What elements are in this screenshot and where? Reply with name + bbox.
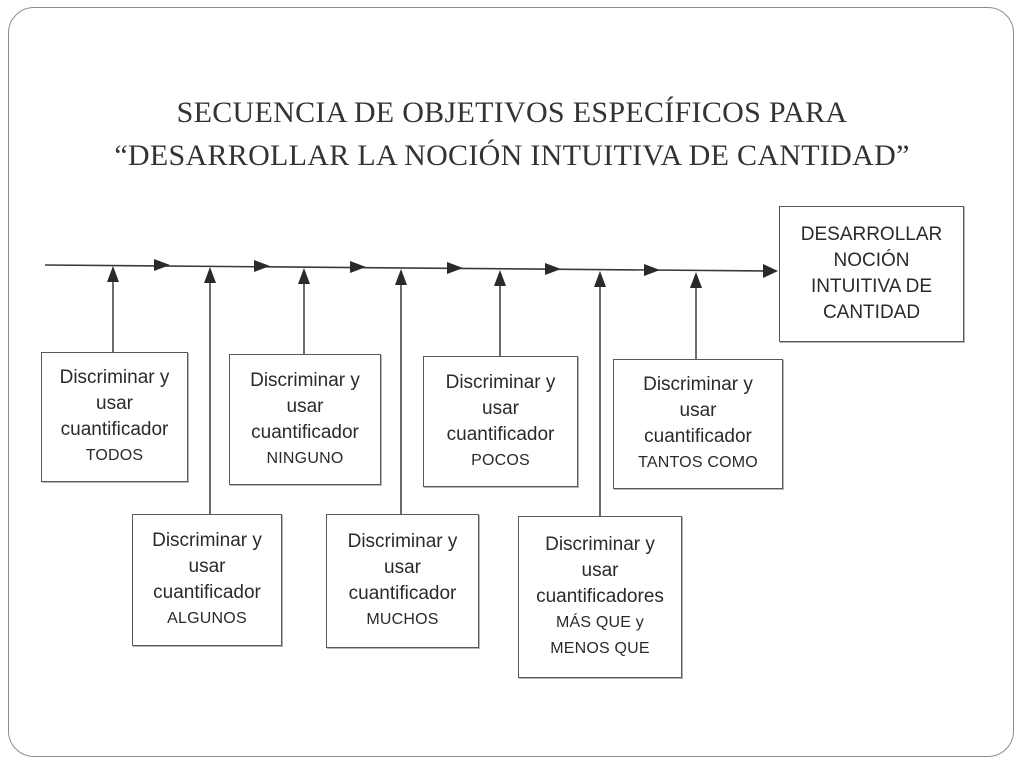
objective-text: cuantificadores <box>536 586 664 607</box>
connector-tantos-como-arrowhead <box>690 272 702 288</box>
objective-text: usar <box>581 560 619 581</box>
timeline-axis <box>44 264 771 272</box>
objective-text: Discriminar y <box>250 369 360 391</box>
goal-line: CANTIDAD <box>822 302 921 323</box>
objective-text: usar <box>679 400 717 421</box>
objective-text: usar <box>286 395 324 417</box>
objective-text: cuantificador <box>153 582 261 603</box>
objective-quantifier: POCOS <box>471 451 530 469</box>
timeline-arrowhead-1 <box>154 259 170 271</box>
objective-text: usar <box>188 556 226 577</box>
connector-todos-arrowhead <box>107 266 119 282</box>
diagram-title-line-2: “DESARROLLAR LA NOCIÓN INTUITIVA DE CANT… <box>114 139 910 172</box>
objective-quantifier: TANTOS COMO <box>638 454 758 471</box>
objective-box-muchos: Discriminar y usar cuantificador MUCHOS <box>326 514 479 648</box>
objective-text: Discriminar y <box>545 534 655 555</box>
timeline-arrowhead-4 <box>447 262 463 274</box>
connector-muchos-arrowhead <box>395 269 407 285</box>
objective-text: cuantificador <box>251 421 359 443</box>
objective-quantifier: NINGUNO <box>266 449 344 467</box>
objective-text: Discriminar y <box>347 531 458 552</box>
connector-algunos-arrowhead <box>204 267 216 283</box>
objective-box-ninguno: Discriminar y usar cuantificador NINGUNO <box>229 354 381 485</box>
objective-text: usar <box>384 557 421 578</box>
goal-line: DESARROLLAR <box>800 224 943 245</box>
objective-quantifier: MÁS QUE y <box>555 614 645 631</box>
objective-box-mas-que-menos-que: Discriminar y usar cuantificadores MÁS Q… <box>518 516 682 678</box>
objective-text: usar <box>96 393 133 414</box>
timeline-arrowhead-2 <box>254 260 270 272</box>
timeline-end-arrowhead <box>763 264 778 278</box>
goal-box: DESARROLLAR NOCIÓN INTUITIVA DE CANTIDAD <box>779 206 964 342</box>
objective-text: cuantificador <box>60 419 169 440</box>
objective-box-algunos: Discriminar y usar cuantificador ALGUNOS <box>132 514 282 646</box>
timeline-arrowhead-5 <box>545 263 561 275</box>
timeline-arrowhead-3 <box>350 261 366 273</box>
objective-box-todos: Discriminar y usar cuantificador TODOS <box>41 352 188 482</box>
objective-text: Discriminar y <box>643 374 753 395</box>
objective-box-pocos: Discriminar y usar cuantificador POCOS <box>423 356 578 487</box>
objective-box-tantos-como: Discriminar y usar cuantificador TANTOS … <box>613 359 783 489</box>
connector-pocos-arrowhead <box>494 270 506 286</box>
objective-quantifier: MUCHOS <box>366 611 439 628</box>
objective-text: cuantificador <box>446 423 555 445</box>
objective-text: usar <box>482 397 519 419</box>
timeline-arrowhead-6 <box>644 264 660 276</box>
objective-quantifier: TODOS <box>85 447 144 464</box>
diagram-title-line-1: SECUENCIA DE OBJETIVOS ESPECÍFICOS PARA <box>176 96 848 129</box>
objective-text: Discriminar y <box>152 530 262 551</box>
objective-text: cuantificador <box>644 426 752 447</box>
objective-quantifier: ALGUNOS <box>167 610 247 627</box>
goal-line: NOCIÓN <box>833 250 910 271</box>
objective-quantifier: MENOS QUE <box>550 640 650 657</box>
connector-mas-menos-arrowhead <box>594 271 606 287</box>
connector-ninguno-arrowhead <box>298 268 310 284</box>
objective-text: Discriminar y <box>445 371 556 393</box>
objective-text: Discriminar y <box>59 367 170 388</box>
objective-text: cuantificador <box>348 583 457 604</box>
goal-line: INTUITIVA DE <box>810 276 933 297</box>
